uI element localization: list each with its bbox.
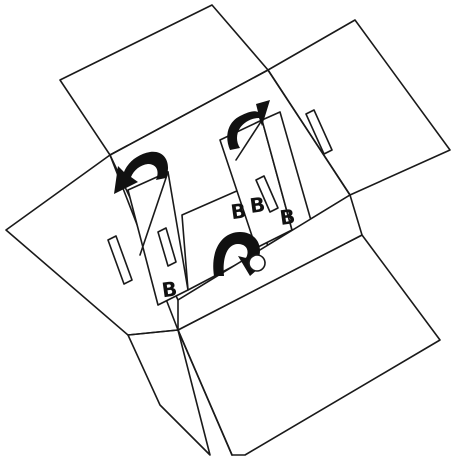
finger-hole	[249, 255, 265, 271]
left-divider-panel	[128, 172, 188, 305]
tab-cutout-left-flap	[108, 236, 132, 284]
